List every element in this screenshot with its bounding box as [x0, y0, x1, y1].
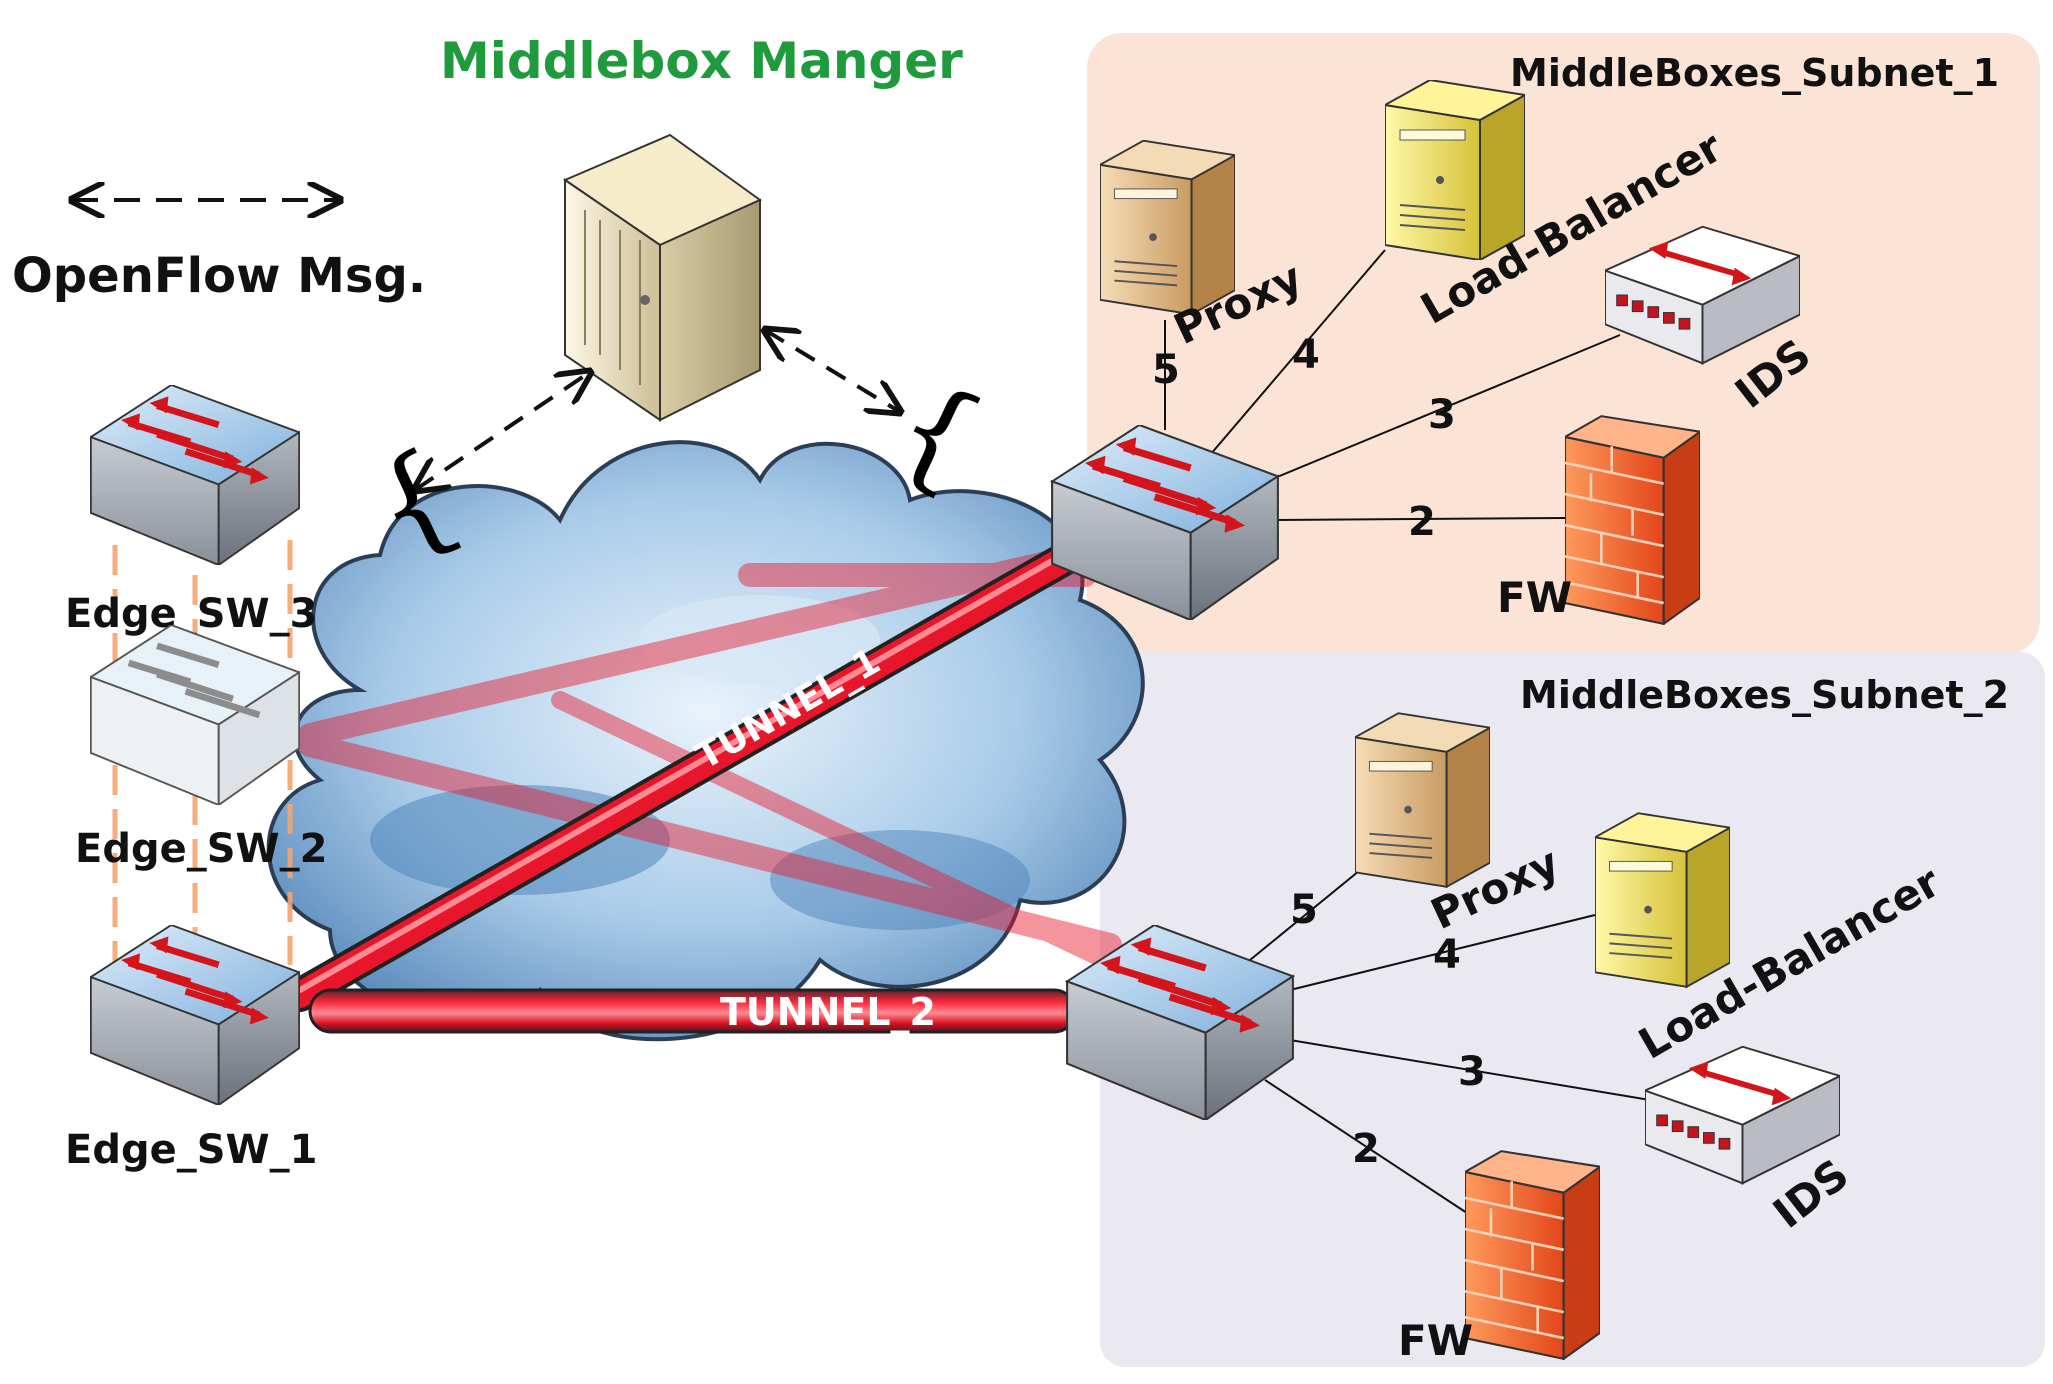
subnet-1-title: MiddleBoxes_Subnet_1	[1510, 51, 1999, 95]
subnet-2-link-fw: 2	[1352, 1126, 1380, 1172]
tunnel-2-label: TUNNEL_2	[720, 990, 936, 1034]
subnet-2-link-proxy: 5	[1290, 887, 1318, 933]
subnet-2-link-load-balancer: 4	[1433, 932, 1461, 978]
subnet-1-links	[1164, 249, 1621, 521]
right-brace-icon: {	[874, 355, 1002, 513]
edge-switch-3-label: Edge_SW_3	[65, 591, 317, 637]
edge-switch-3-icon	[91, 385, 299, 565]
subnet-1-load-balancer-icon	[1385, 80, 1525, 260]
diagram-title: Middlebox Manger	[440, 32, 963, 90]
subnet-1-link-proxy: 5	[1152, 347, 1180, 393]
subnet-1-link-load-balancer: 4	[1292, 332, 1320, 378]
subnet-1-link-fw: 2	[1408, 499, 1436, 545]
subnet-2-title: MiddleBoxes_Subnet_2	[1520, 673, 2009, 717]
subnet-1-fw-label: FW	[1497, 573, 1572, 622]
edge-switch-2-icon	[91, 625, 299, 805]
subnet-2-firewall-icon	[1465, 1150, 1600, 1360]
edge-switch-2-label: Edge_SW_2	[75, 826, 327, 872]
subnet-2-fw-label: FW	[1398, 1316, 1473, 1365]
subnet-1-panel	[1087, 33, 2040, 655]
subnet-2-panel	[1100, 652, 2045, 1367]
openflow-legend-label: OpenFlow Msg.	[12, 248, 426, 304]
subnet-2-link-ids: 3	[1458, 1049, 1486, 1095]
subnet-2-proxy-icon	[1355, 712, 1490, 888]
subnet-1-link-ids: 3	[1428, 392, 1456, 438]
edge-switch-1-label: Edge_SW_1	[65, 1127, 317, 1173]
subnet-1-firewall-icon	[1565, 415, 1700, 625]
openflow-legend: OpenFlow Msg.	[12, 200, 426, 304]
tunnel-2: TUNNEL_2	[308, 988, 1077, 1034]
edge-switch-1-icon	[91, 925, 299, 1105]
middlebox-manager-server	[562, 133, 762, 422]
openflow-msg-right	[765, 330, 900, 412]
subnet-2-links	[1249, 861, 1651, 1216]
subnet-2-load-balancer-icon	[1595, 812, 1730, 988]
